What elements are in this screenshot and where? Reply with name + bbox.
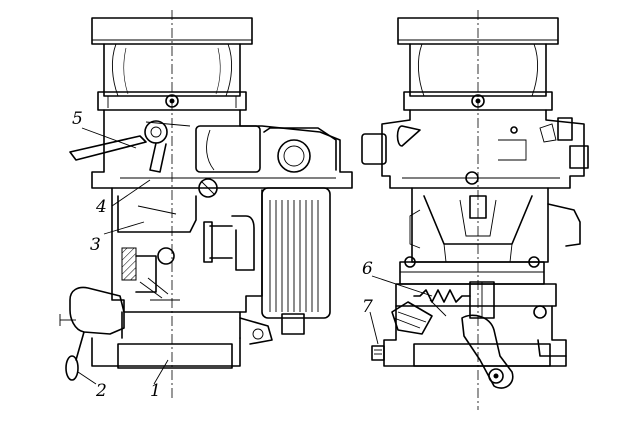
right-upper-body: [361, 109, 589, 189]
left-view: 5 4 3 2 1: [59, 10, 353, 401]
right-throttle-base: [383, 299, 567, 389]
choke-lever: [69, 120, 191, 173]
right-view: 6 7: [361, 10, 589, 410]
callout-2: 2: [95, 381, 107, 401]
left-upper-body: [91, 109, 353, 189]
left-section-hatch: [121, 247, 180, 301]
callout-5: 5: [72, 109, 83, 129]
callout-1: 1: [150, 381, 161, 401]
callout-4: 4: [95, 197, 107, 217]
left-leader-lines: [77, 127, 169, 385]
mixture-screw: [371, 301, 433, 361]
left-mid-body: [111, 178, 263, 313]
right-leader-lines: [369, 275, 433, 345]
left-throttle-base: [91, 311, 273, 369]
left-float-chamber: [203, 187, 331, 335]
throttle-lever: [59, 286, 125, 381]
right-venturi: [409, 187, 581, 263]
callout-3: 3: [90, 235, 101, 255]
callout-7: 7: [362, 297, 373, 317]
callout-6: 6: [362, 259, 373, 279]
